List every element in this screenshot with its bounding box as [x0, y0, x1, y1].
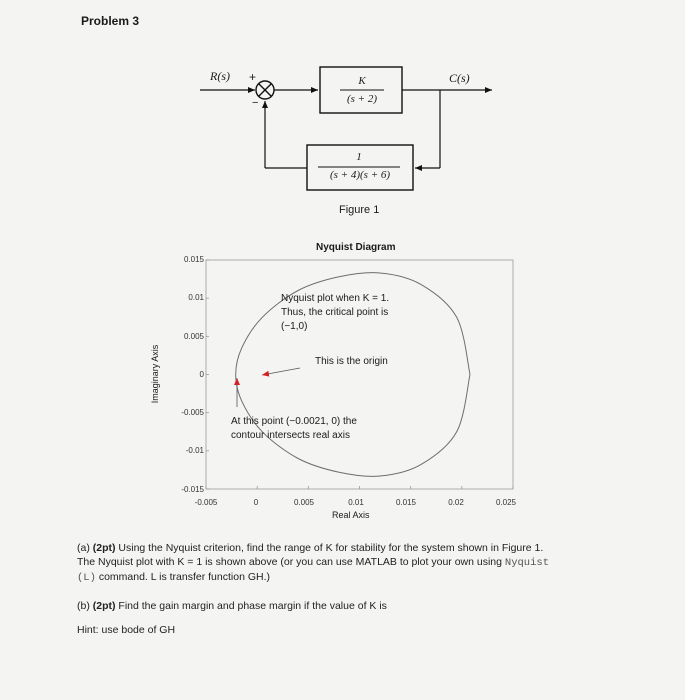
x-tick-label: 0.015 — [395, 498, 417, 507]
forward-numerator: K — [358, 75, 366, 87]
question-a-code: (L) — [77, 572, 96, 584]
question-a-label: (a) — [77, 542, 93, 554]
chart-title: Nyquist Diagram — [316, 242, 396, 253]
question-a-text: Using the Nyquist criterion, find the ra… — [115, 542, 544, 554]
x-tick-label: 0.02 — [448, 498, 464, 507]
annotation-line: Thus, the critical point is — [281, 307, 389, 318]
summing-minus-sign: − — [252, 97, 259, 109]
feedback-denominator: (s + 4)(s + 6) — [329, 169, 391, 181]
y-tick-label: -0.015 — [181, 485, 204, 494]
forward-denominator: (s + 2) — [346, 93, 378, 105]
y-tick-label: 0.015 — [183, 255, 204, 264]
question-a-text: The Nyquist plot with K = 1 is shown abo… — [77, 556, 505, 568]
annotation-intersection: At this point (−0.0021, 0) the contour i… — [231, 415, 357, 443]
y-tick-label: 0.005 — [183, 332, 204, 341]
question-a-text: command. L is transfer function GH.) — [95, 571, 270, 583]
question-a-line: (L) command. L is transfer function GH.) — [77, 570, 549, 585]
block-diagram-lines — [200, 66, 492, 191]
annotation-line: contour intersects real axis — [231, 430, 350, 441]
x-tick-label: 0.01 — [348, 498, 364, 507]
y-tick-label: 0 — [199, 370, 204, 379]
nyquist-contour — [235, 272, 471, 477]
question-a-points: (2pt) — [92, 542, 116, 554]
question-b-text: Find the gain margin and phase margin if… — [115, 600, 387, 612]
y-tick-label: -0.005 — [181, 408, 204, 417]
question-a-line: (a) (2pt) Using the Nyquist criterion, f… — [77, 541, 549, 555]
annotation-line: Nyquist plot when K = 1. — [281, 293, 390, 304]
annotation-critical-point: Nyquist plot when K = 1. Thus, the criti… — [281, 292, 389, 334]
x-tick-label: 0.005 — [293, 498, 315, 507]
y-axis-label: Imaginary Axis — [150, 344, 160, 404]
origin-pointer — [261, 367, 301, 377]
question-a-code: Nyquist — [504, 557, 550, 569]
question-a: (a) (2pt) Using the Nyquist criterion, f… — [77, 541, 549, 585]
input-signal-label: R(s) — [210, 69, 230, 83]
annotation-line: At this point (−0.0021, 0) the — [231, 416, 357, 427]
annotation-line: (−1,0) — [281, 321, 308, 332]
x-tick-label: 0 — [253, 498, 259, 507]
question-b-label: (b) — [77, 600, 93, 612]
x-tick-label: -0.005 — [194, 498, 218, 507]
hint-text: Hint: use bode of GH — [77, 624, 176, 636]
y-tick-label: 0.01 — [188, 293, 204, 302]
figure-caption: Figure 1 — [339, 204, 380, 216]
question-a-line: The Nyquist plot with K = 1 is shown abo… — [77, 555, 549, 570]
question-b: (b) (2pt) Find the gain margin and phase… — [77, 599, 387, 613]
x-axis-label: Real Axis — [332, 510, 370, 520]
feedback-numerator: 1 — [356, 151, 362, 163]
output-signal-label: C(s) — [449, 71, 470, 85]
annotation-origin: This is the origin — [315, 356, 388, 367]
problem-title: Problem 3 — [81, 14, 140, 28]
summing-plus-sign: + — [249, 70, 257, 84]
y-tick-label: -0.01 — [185, 446, 204, 455]
question-b-points: (2pt) — [92, 600, 116, 612]
x-tick-label: 0.025 — [495, 498, 517, 507]
